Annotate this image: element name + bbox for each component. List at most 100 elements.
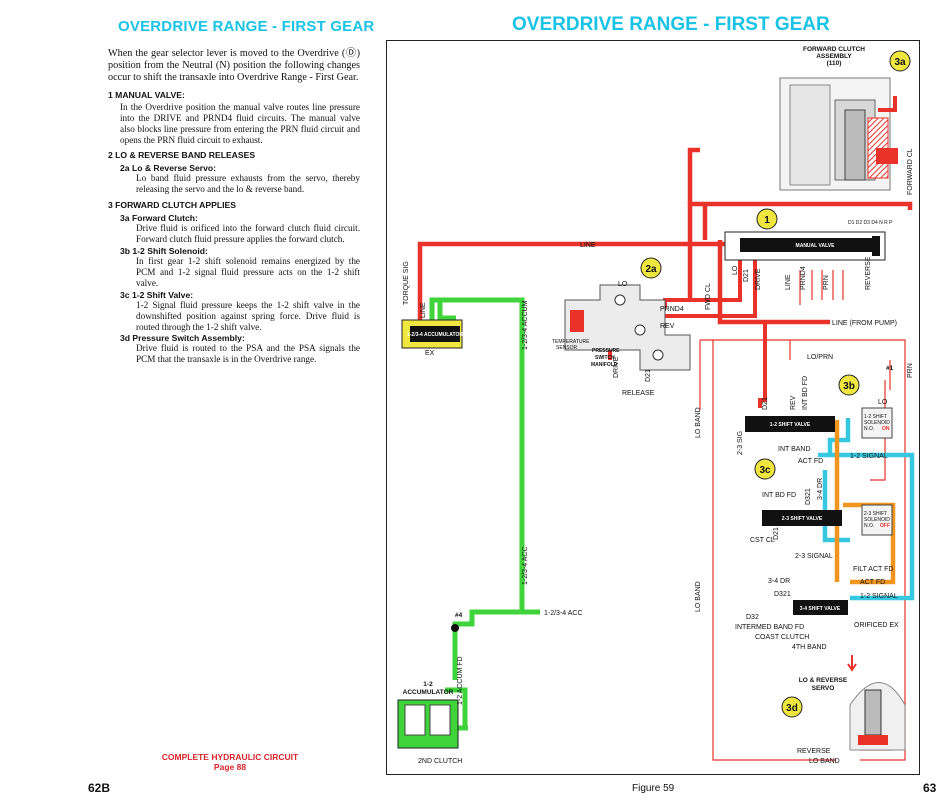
int-band-label: INT BAND xyxy=(778,446,811,453)
sol12-label-1: 1-2 SHIFT xyxy=(864,414,887,420)
clutch2-label: 2ND CLUTCH xyxy=(418,758,462,765)
section-3c-text: 1-2 Signal fluid pressure keeps the 1-2 … xyxy=(136,300,360,332)
section-1-text: In the Overdrive position the manual val… xyxy=(120,102,360,145)
callout-2a: 3d xyxy=(786,703,798,714)
acc-horizontal-label: 1-2/3-4 ACC xyxy=(544,610,583,617)
reverse-port-label: REVERSE xyxy=(865,256,872,290)
line-from-pump-label: LINE (FROM PUMP) xyxy=(832,320,897,327)
ex-label: EX xyxy=(425,350,435,357)
lo-port-label: LO xyxy=(732,265,739,275)
sol12-on-label: ON xyxy=(882,426,890,432)
drive-port-label: DRIVE xyxy=(755,268,762,290)
section-1-heading: 1 MANUAL VALVE: xyxy=(108,90,185,100)
lo-band-horizontal-label: LO BAND xyxy=(809,758,840,765)
temp-sensor-label-2: SENSOR xyxy=(556,345,578,351)
fwd-clutch-label-3: (110) xyxy=(827,60,842,67)
rev-12valve-label: REV xyxy=(790,395,797,410)
intro-paragraph: When the gear selector lever is moved to… xyxy=(108,48,360,83)
right-page-number: 63 xyxy=(923,781,937,795)
torque-sig-label: TORQUE SIG xyxy=(403,261,410,305)
accum-vertical-label: 1-2/3-4 ACCUM xyxy=(522,300,529,350)
sol23-label-1: 2-3 SHIFT xyxy=(864,511,887,517)
section-3b-heading: 3b 1-2 Shift Solenoid: xyxy=(120,246,208,256)
act-fd-label: ACT FD xyxy=(798,458,823,465)
section-2a-text: Lo band fluid pressure exhausts from the… xyxy=(136,173,360,194)
band4-label: 4TH BAND xyxy=(792,644,827,651)
footer-reference: COMPLETE HYDRAULIC CIRCUIT Page 88 xyxy=(150,752,310,772)
sig12-label: 1-2 SIGNAL xyxy=(850,453,888,460)
shift-12-label: 1-2 SHIFT VALVE xyxy=(770,422,811,428)
act-fd-2-label: ACT FD xyxy=(860,579,885,586)
lo-reverse-servo: LO & REVERSE SERVO REVERSE LO BAND xyxy=(797,655,906,765)
lo-near-solenoid-label: LO xyxy=(878,399,888,406)
psm-label-2: SWITCH xyxy=(595,355,615,361)
filt-act-fd-label: FILT ACT FD xyxy=(853,566,893,573)
shift-34-label: 3-4 SHIFT VALVE xyxy=(800,606,841,612)
lo-band-vertical-label-2: LO BAND xyxy=(695,581,702,612)
d321-vertical-label: D321 xyxy=(805,488,812,505)
footer-reference-line2: Page 88 xyxy=(213,762,247,772)
accumulator-1234: 1-2/3-4 ACCUMULATOR TORQUE SIG LINE EX 1… xyxy=(401,261,583,617)
accum-circuit xyxy=(408,297,540,731)
fwd-cl-vertical-label: FWD CL xyxy=(705,283,712,310)
section-3-heading: 3 FORWARD CLUTCH APPLIES xyxy=(108,200,236,210)
drive-switch-label: DRIVE xyxy=(613,356,620,378)
sol23-label-3: N.O. xyxy=(864,523,874,529)
left-page-title: OVERDRIVE RANGE - FIRST GEAR xyxy=(118,18,375,35)
section-3b-text: In first gear 1-2 shift solenoid remains… xyxy=(136,256,360,288)
release-label: RELEASE xyxy=(622,390,655,397)
right-page-title: OVERDRIVE RANGE - FIRST GEAR xyxy=(512,14,830,35)
cst-cl-label: CST CL xyxy=(750,537,775,544)
prnd4-switch-label: PRND4 xyxy=(660,306,684,313)
manual-valve: MANUAL VALVE D1 D2 D3 D4 N R P FWD CL LI… xyxy=(580,220,897,327)
section-3d-heading: 3d Pressure Switch Assembly: xyxy=(120,333,245,343)
d32-label: D32 xyxy=(746,614,759,621)
accumulator-12: #4 1-2 ACCUMULATOR 1-2 ACCUM FD 2ND CLUT… xyxy=(397,612,464,765)
section-3a-heading: 3a Forward Clutch: xyxy=(120,213,198,223)
callout-3a: 3a xyxy=(894,57,906,68)
callout-3d: 2a xyxy=(645,264,657,275)
lo-prn-label: LO/PRN xyxy=(807,354,833,361)
rev-switch-label: REV xyxy=(660,323,675,330)
callout-3b: 3b xyxy=(843,381,855,392)
lo-band-vertical-label: LO BAND xyxy=(695,407,702,438)
lo-switch-label: LO xyxy=(618,281,628,288)
footer-reference-line1: COMPLETE HYDRAULIC CIRCUIT xyxy=(161,752,299,762)
section-2-heading: 2 LO & REVERSE BAND RELEASES xyxy=(108,150,256,160)
sol12-label-2: SOLENOID xyxy=(864,420,890,426)
d21-12valve-label: D21 xyxy=(762,397,769,410)
section-3c-heading: 3c 1-2 Shift Valve: xyxy=(120,290,194,300)
orificed-ex-label: ORIFICED EX xyxy=(854,622,899,629)
accum12-vertical-label: 1-2 ACCUM FD xyxy=(457,656,464,705)
sol12-label-3: N.O. xyxy=(864,426,874,432)
coast-clutch-label: COAST CLUTCH xyxy=(755,634,809,641)
psm-label-1: PRESSURE xyxy=(592,348,620,354)
line-label: LINE xyxy=(580,242,596,249)
fwd-cl-label: FORWARD CL xyxy=(907,148,914,195)
servo-label-1: LO & REVERSE xyxy=(799,677,848,684)
callouts: 3a 1 2a 3b 3c 3d xyxy=(640,50,911,718)
forward-clutch-assembly: FORWARD CLUTCH ASSEMBLY (110) FORWARD CL xyxy=(779,46,914,195)
d21-23valve-label: D21 xyxy=(773,527,780,540)
d21-switch-label: D21 xyxy=(645,369,652,382)
left-page: OVERDRIVE RANGE - FIRST GEAR When the ge… xyxy=(0,0,380,810)
sig12-b-label: 1-2 SIGNAL xyxy=(860,593,898,600)
prnd4-port-label: PRND4 xyxy=(800,266,807,290)
accum12-label-1: 1-2 xyxy=(423,681,433,688)
sig23-horizontal-label: 2-3 SIGNAL xyxy=(795,553,833,560)
shift-23-label: 2-3 SHIFT VALVE xyxy=(782,516,823,522)
acc-vertical-label: 1-2/3-4 ACC xyxy=(522,546,529,585)
intermed-band-label: INTERMED BAND FD xyxy=(735,624,804,631)
dr34-label: 3-4 DR xyxy=(768,578,790,585)
valve-body-right: LO/PRN PRN #1 LO LO BAND LO BAND 2-3 SIG… xyxy=(695,354,914,651)
section-2a-heading: 2a Lo & Reverse Servo: xyxy=(120,163,217,173)
check-ball-4-label: #4 xyxy=(455,612,463,619)
sol23-off-label: OFF xyxy=(880,523,890,529)
fwd-clutch-label-2: ASSEMBLY xyxy=(816,53,852,60)
prn-port-label: PRN xyxy=(823,275,830,290)
section-3a-text: Drive fluid is orificed into the forward… xyxy=(136,223,360,244)
reverse-label: REVERSE xyxy=(797,748,831,755)
callout-3c: 3c xyxy=(759,465,771,476)
section-3d-text: Drive fluid is routed to the PSA and the… xyxy=(136,343,360,364)
manual-valve-label: MANUAL VALVE xyxy=(796,243,836,249)
